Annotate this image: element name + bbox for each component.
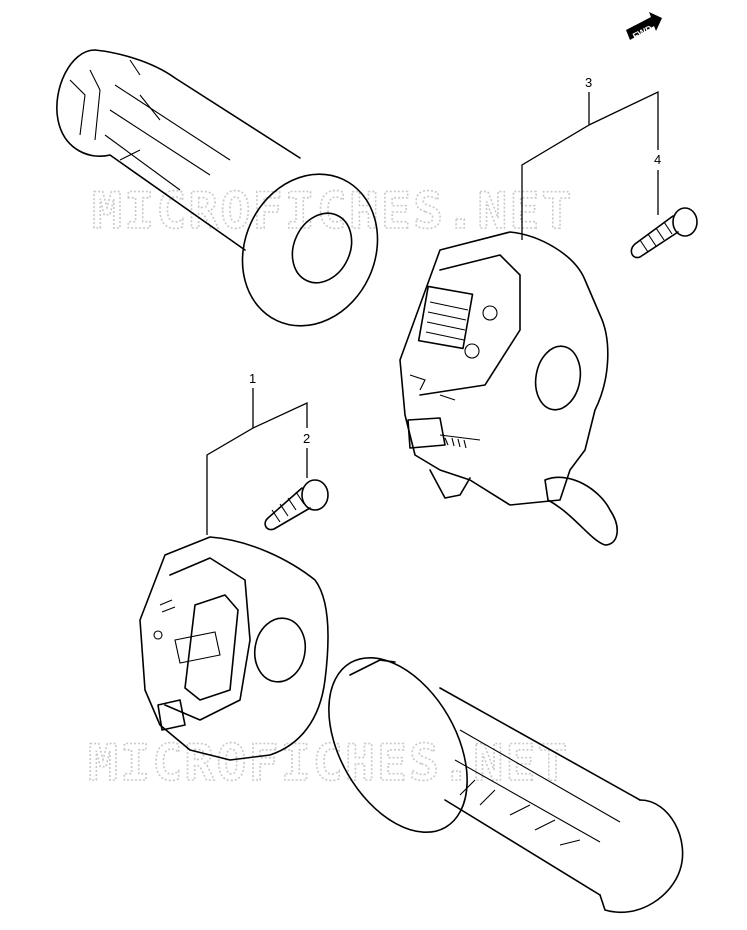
watermark-top: MICROFICHES.NET <box>92 182 574 240</box>
right-handlebar-switch <box>399 231 618 546</box>
callout-1: 1 <box>249 371 256 386</box>
watermark-bottom: MICROFICHES.NET <box>88 734 570 792</box>
callout-3: 3 <box>585 75 592 90</box>
right-handlebar-grip <box>328 656 684 913</box>
left-handlebar-switch <box>139 536 329 761</box>
fwd-arrow-icon: FWD <box>626 12 662 41</box>
callout-4: 4 <box>654 152 661 167</box>
left-handlebar-grip <box>56 49 379 327</box>
callout-2: 2 <box>303 431 310 446</box>
callout-leaders <box>206 90 659 535</box>
screw-part-2 <box>264 479 329 531</box>
screw-part-4 <box>630 207 698 259</box>
